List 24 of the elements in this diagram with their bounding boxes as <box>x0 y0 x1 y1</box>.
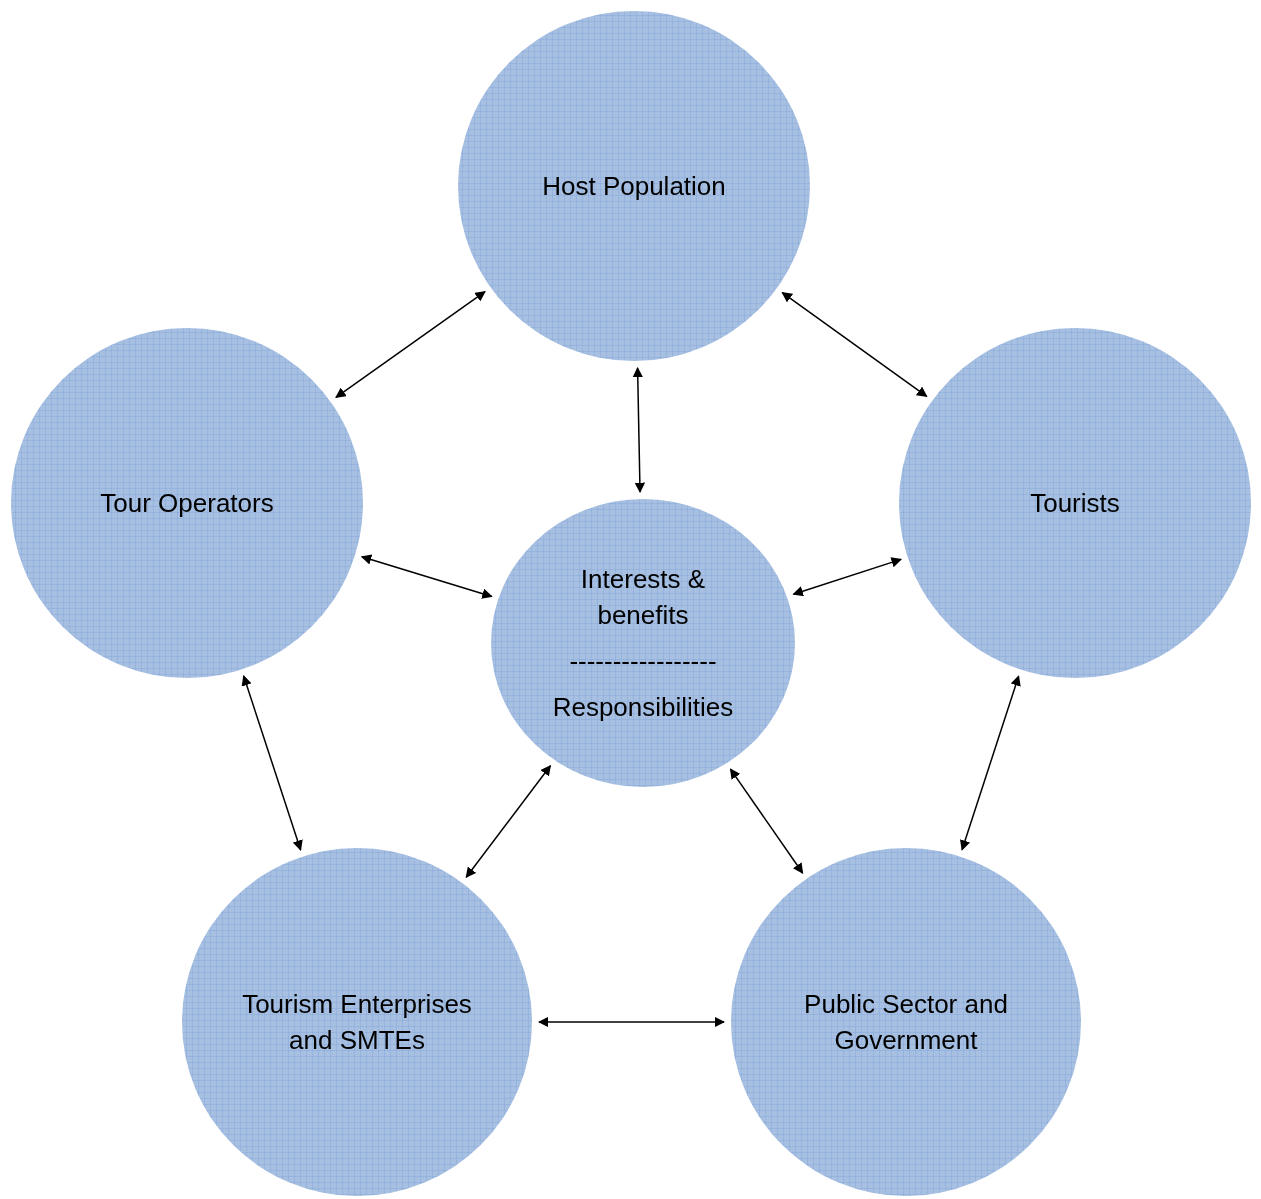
circle-node <box>730 847 1082 1197</box>
node-label: Host Population <box>542 170 726 203</box>
double-arrow <box>335 290 486 399</box>
node-label: Tourism Enterprises and SMTEs <box>242 988 472 1057</box>
circle-node <box>457 10 811 362</box>
node-label: Interests & benefits <box>579 563 707 632</box>
circle-node <box>10 327 364 679</box>
double-arrow <box>465 764 552 879</box>
double-arrow <box>781 291 928 398</box>
circle-node <box>181 847 533 1197</box>
node-label: Responsibilities <box>552 691 734 724</box>
double-arrow <box>960 675 1021 851</box>
circle-node <box>898 327 1252 679</box>
node-label: Public Sector and Government <box>803 988 1009 1057</box>
circle-node <box>490 498 796 788</box>
double-arrow <box>632 366 646 494</box>
double-arrow <box>792 557 902 597</box>
double-arrow <box>360 554 493 599</box>
double-arrow <box>241 675 303 851</box>
node-label: Tourists <box>1030 487 1120 520</box>
node-label: Tour Operators <box>100 487 274 520</box>
double-arrow <box>729 768 804 874</box>
double-arrow <box>537 1016 726 1028</box>
node-label: ----------------- <box>569 645 717 678</box>
